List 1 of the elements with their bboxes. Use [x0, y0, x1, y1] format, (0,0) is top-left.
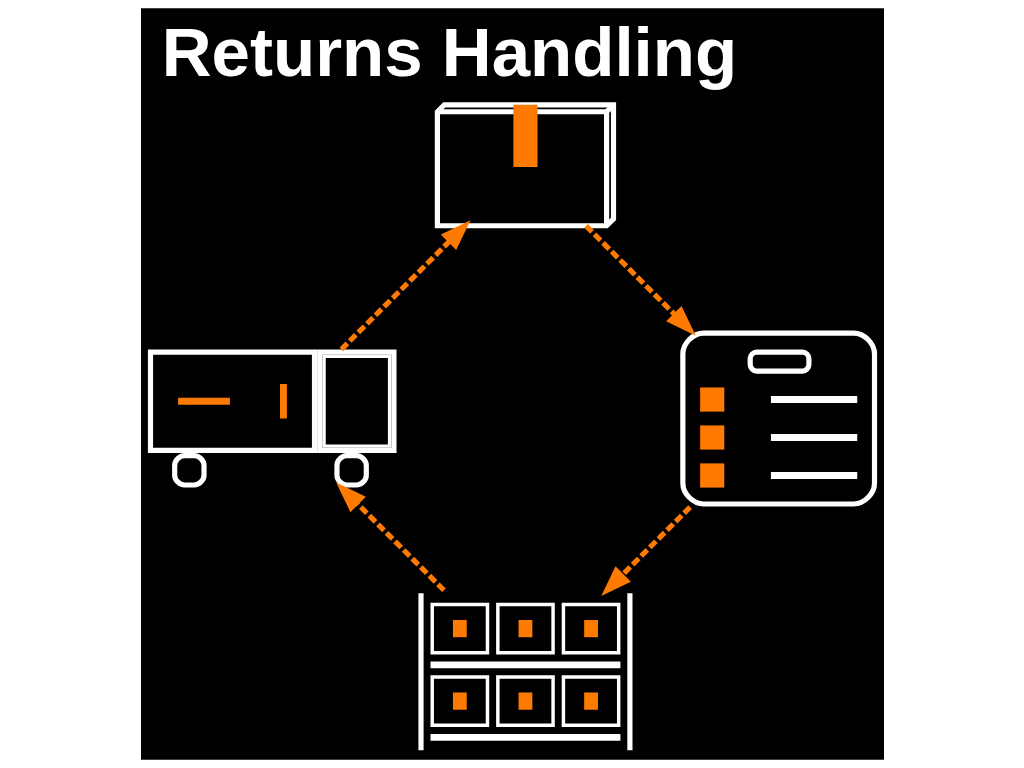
diagram-title: Returns Handling: [161, 12, 737, 91]
